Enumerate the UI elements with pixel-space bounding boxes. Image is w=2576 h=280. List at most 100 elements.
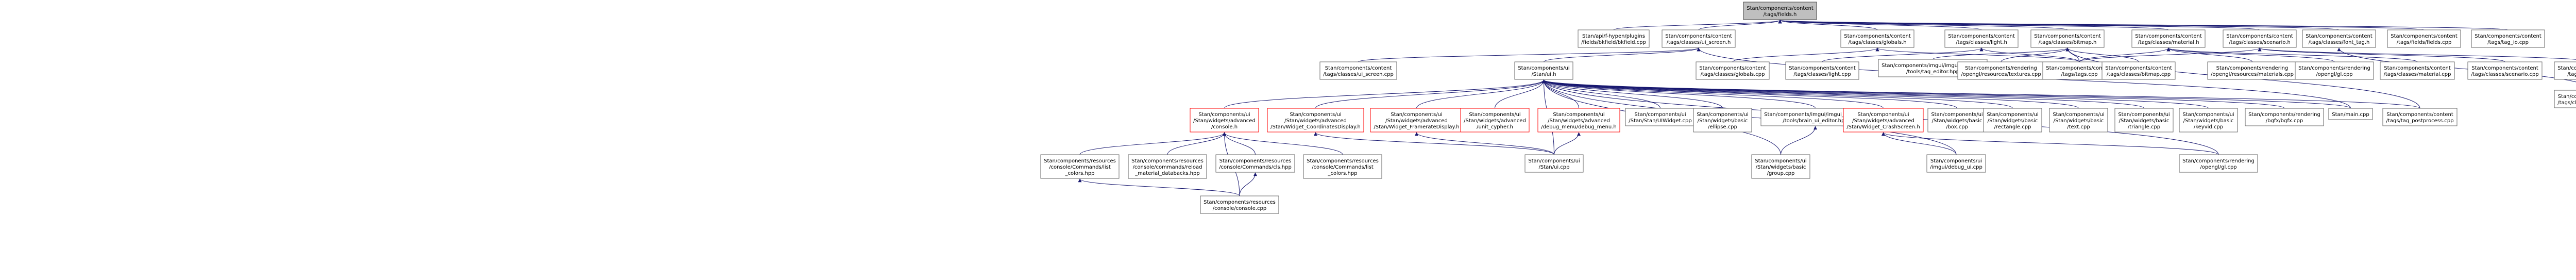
file-node-n36[interactable]: Stan/components/ui/Stan/widgets/basic/te… (2049, 108, 2108, 133)
node-label-line: /tools/brain_ui_editor.hpp (1783, 118, 1848, 124)
node-label-line: /tags/classes/scenario.cpp (2471, 72, 2538, 77)
include-edge (2166, 47, 2252, 62)
file-node-n40[interactable]: Stan/main.cpp (2328, 108, 2373, 120)
file-node-n4[interactable]: Stan/components/content/tags/classes/lig… (1944, 29, 2019, 48)
node-box (2131, 29, 2206, 48)
node-label-line: Stan/components/resources (1307, 158, 1379, 164)
file-node-n7[interactable]: Stan/components/content/tags/classes/sce… (2223, 29, 2297, 48)
node-label-line: /Stan/widgets/advanced (1385, 118, 1448, 124)
node-box (2102, 61, 2176, 80)
node-label-line: Stan/components/rendering (1965, 65, 2037, 71)
file-node-n27[interactable]: Stan/components/ui/Stan/widgets/advanced… (1370, 108, 1463, 133)
file-node-n12[interactable]: Stan/components/ui/Stan/ui.h (1514, 61, 1573, 80)
node-label-line: Stan/components/rendering (2216, 65, 2289, 71)
include-edge (1495, 79, 1546, 109)
include-edge (1542, 79, 2079, 109)
file-node-n47[interactable]: Stan/components/ui/Stan/widgets/basic/gr… (1751, 154, 1810, 179)
file-node-n38[interactable]: Stan/components/ui/Stan/widgets/basic/ke… (2179, 108, 2238, 133)
include-edge (1416, 79, 1546, 109)
node-label-line: _colors.hpp (1327, 171, 1357, 176)
file-node-n28[interactable]: Stan/components/ui/Stan/widgets/advanced… (1460, 108, 1530, 133)
file-node-n14[interactable]: Stan/components/content/tags/classes/lig… (1785, 61, 1859, 80)
file-node-n16[interactable]: Stan/components/rendering/opengl/resourc… (1957, 61, 2045, 80)
include-edge (1542, 79, 1884, 109)
file-node-n23[interactable]: Stan/components/content/tags/scenario.cp… (2554, 61, 2576, 80)
node-box (1957, 61, 2045, 80)
file-node-n42[interactable]: Stan/components/resources/console/Comman… (1040, 154, 1120, 179)
node-label-line: /tags/classes/font_tag.cpp (2557, 100, 2576, 106)
node-label-line: Stan/components/rendering (2182, 158, 2255, 164)
file-node-n46[interactable]: Stan/components/ui/Stan/ui.cpp (1524, 154, 1584, 173)
node-label-line: Stan/components/ui (1553, 112, 1604, 118)
node-label-line: /tags/tag_io.cpp (2487, 40, 2529, 45)
file-node-n5[interactable]: Stan/components/content/tags/classes/bit… (2030, 29, 2105, 48)
node-box (1926, 154, 1986, 173)
file-node-n26[interactable]: Stan/components/ui/Stan/widgets/advanced… (1267, 108, 1364, 133)
file-node-n10[interactable]: Stan/components/content/tags/tag_io.cpp (2471, 29, 2545, 48)
file-node-n50[interactable]: Stan/components/resources/console/consol… (1200, 195, 1279, 214)
node-label-line: /Stan/widgets/advanced (1284, 118, 1347, 124)
file-node-n30[interactable]: Stan/components/ui/Stan/Stan/UIWidget.cp… (1625, 108, 1696, 126)
node-box (1983, 108, 2042, 133)
node-label-line: Stan/components/resources (1044, 158, 1116, 164)
node-box (2179, 108, 2238, 133)
node-label-line: /debug_menu/debug_menu.h (1541, 124, 1616, 130)
node-label-line: Stan/components/resources (1204, 200, 1276, 205)
include-edge (1822, 47, 1984, 62)
file-node-n1[interactable]: Stan/api/f-hypen/plugins/fields/bkfield/… (1578, 29, 1650, 48)
include-edge (1613, 20, 1782, 30)
include-edge (1224, 79, 1546, 109)
include-edge (1732, 47, 1879, 62)
file-node-n31[interactable]: Stan/components/ui/Stan/widgets/basic/el… (1693, 108, 1752, 133)
file-node-n33[interactable]: Stan/components/ui/Stan/widgets/advanced… (1843, 108, 1924, 133)
file-node-n25[interactable]: Stan/components/ui/Stan/widgets/advanced… (1190, 108, 1259, 133)
file-node-n13[interactable]: Stan/components/content/tags/classes/glo… (1696, 61, 1770, 80)
file-node-n39[interactable]: Stan/components/rendering/bgfx/bgfx.cpp (2245, 108, 2324, 126)
node-label-line: Stan/components/resources (1131, 158, 1204, 164)
file-node-n34[interactable]: Stan/components/ui/Stan/widgets/basic/bo… (1927, 108, 1987, 133)
file-node-n49[interactable]: Stan/components/rendering/opengl/gl.cpp (2179, 154, 2258, 173)
file-node-n41[interactable]: Stan/components/content/tags/tag_postpro… (2382, 108, 2458, 126)
include-edge (1079, 132, 1226, 155)
node-label-line: /opengl/gl.cpp (2316, 72, 2352, 77)
node-label-line: Stan/components/resources (1219, 158, 1292, 164)
file-node-n35[interactable]: Stan/components/ui/Stan/widgets/basic/re… (1983, 108, 2042, 133)
include-edge (1778, 20, 2425, 30)
file-node-n24[interactable]: Stan/components/content/tags/classes/fon… (2554, 90, 2576, 108)
node-label-line: /console/Commands/list (1312, 164, 1374, 170)
node-box (2554, 90, 2576, 108)
node-label-line: /opengl/gl.cpp (2200, 164, 2236, 170)
node-label-line: /tags/classes/scenario.h (2229, 40, 2291, 45)
file-node-n22[interactable]: Stan/components/content/tags/classes/sce… (2467, 61, 2543, 80)
file-node-n19[interactable]: Stan/components/rendering/opengl/resourc… (2207, 61, 2297, 80)
file-node-n37[interactable]: Stan/components/ui/Stan/widgets/basic/tr… (2114, 108, 2174, 133)
file-node-n44[interactable]: Stan/components/resources/console/Comman… (1215, 154, 1295, 173)
file-node-n3[interactable]: Stan/components/content/tags/classes/glo… (1840, 29, 1914, 48)
node-label-line: Stan/components/rendering (2248, 112, 2320, 118)
file-node-n20[interactable]: Stan/components/rendering/opengl/gl.cpp (2295, 61, 2374, 80)
node-box (1215, 154, 1295, 173)
include-edge (2001, 47, 2070, 62)
file-node-n18[interactable]: Stan/components/content/tags/classes/bit… (2102, 61, 2176, 80)
node-label-line: Stan/components/ui (1290, 112, 1341, 118)
node-label-line: /Stan/Widget_CrashScreen.h (1846, 124, 1920, 130)
file-node-n11[interactable]: Stan/components/content/tags/classes/ui_… (1319, 61, 1397, 80)
file-node-n45[interactable]: Stan/components/resources/console/Comman… (1303, 154, 1382, 179)
file-node-n9[interactable]: Stan/components/content/tags/fields/fiel… (2387, 29, 2461, 48)
node-box (2179, 154, 2258, 173)
include-edge (1882, 132, 1957, 155)
node-label-line: Stan/components/ui (1469, 112, 1520, 118)
file-node-n8[interactable]: Stan/components/content/tags/classes/fon… (2302, 29, 2376, 48)
include-edge (1781, 126, 1817, 155)
node-label-line: /Stan/ui.cpp (1539, 164, 1570, 170)
file-node-n2[interactable]: Stan/components/content/tags/classes/ui_… (1662, 29, 1736, 48)
node-label-line: Stan/components/content (2384, 65, 2451, 71)
file-node-n6[interactable]: Stan/components/content/tags/classes/mat… (2131, 29, 2206, 48)
file-node-n29[interactable]: Stan/components/ui/Stan/widgets/advanced… (1537, 108, 1620, 133)
file-node-n0[interactable]: Stan/components/content/tags/fields.h (1743, 2, 1817, 20)
file-node-n48[interactable]: Stan/components/ui/imgui/debug_ui.cpp (1926, 154, 1986, 173)
node-label-line: /tags/classes/ui_screen.h (1667, 40, 1731, 45)
node-label-line: /console/commands/reload (1133, 164, 1202, 170)
file-node-n21[interactable]: Stan/components/content/tags/classes/mat… (2380, 61, 2455, 80)
file-node-n43[interactable]: Stan/components/resources/console/comman… (1128, 154, 1207, 179)
